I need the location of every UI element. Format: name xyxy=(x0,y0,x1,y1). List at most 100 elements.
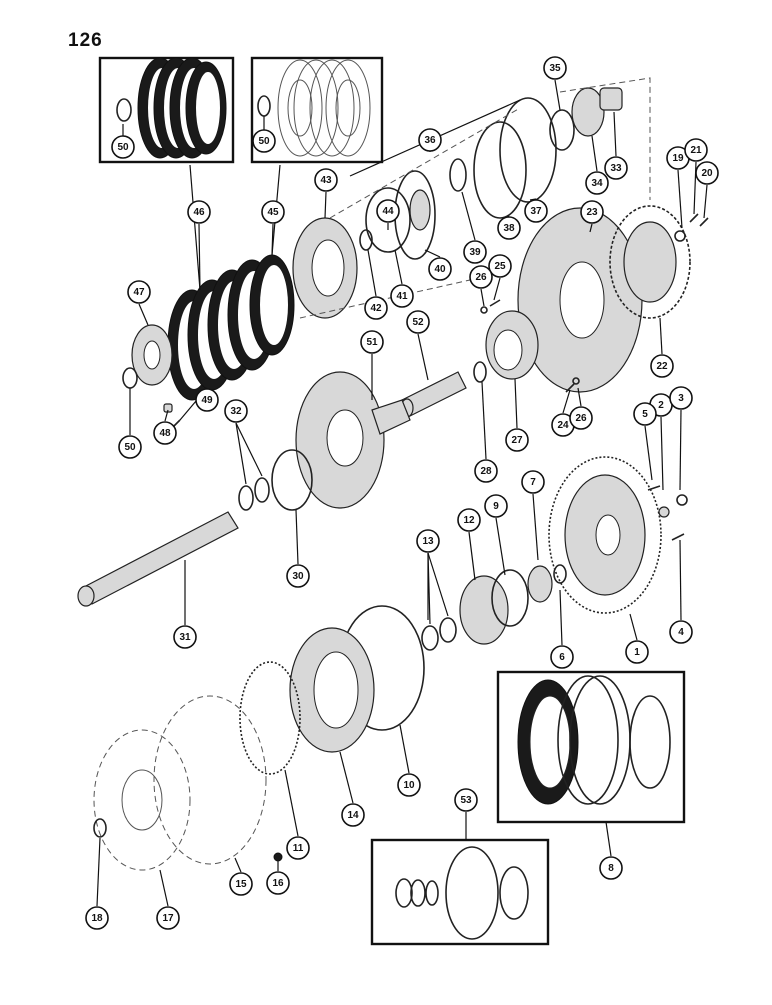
callout-12: 12 xyxy=(457,508,481,532)
leader-37 xyxy=(529,198,537,201)
callout-11: 11 xyxy=(286,836,310,860)
callout-46-label: 46 xyxy=(193,207,205,218)
callout-inset-46-circle xyxy=(111,135,135,159)
callout-35-circle xyxy=(543,56,567,80)
leader-9 xyxy=(495,517,506,576)
leader-11 xyxy=(284,769,299,837)
callout-second-26-label: 26 xyxy=(575,413,587,424)
callout-17: 17 xyxy=(156,906,180,930)
callout-inset-46: 50 xyxy=(111,135,135,159)
callout-34: 34 xyxy=(585,171,609,195)
callout-13-circle xyxy=(416,529,440,553)
callout-45-label: 45 xyxy=(267,207,279,218)
callout-inset-46-label: 50 xyxy=(117,142,129,153)
callout-inset-45-label: 50 xyxy=(258,136,270,147)
callout-4: 4 xyxy=(669,620,693,644)
callout-41-circle xyxy=(390,284,414,308)
callout-45: 45 xyxy=(261,200,285,224)
callout-14-label: 14 xyxy=(347,810,359,821)
callout-31-circle xyxy=(173,625,197,649)
callout-10: 10 xyxy=(397,773,421,797)
leader-19 xyxy=(677,169,683,229)
callout-50: 50 xyxy=(118,435,142,459)
callout-41-label: 41 xyxy=(396,291,408,302)
leader-13-b xyxy=(427,552,449,617)
leader-24 xyxy=(562,389,571,414)
callout-8: 8 xyxy=(599,856,623,880)
callout-17-label: 17 xyxy=(162,913,174,924)
callout-23-label: 23 xyxy=(586,207,598,218)
leader-30 xyxy=(295,509,299,565)
leader-46 xyxy=(198,223,201,291)
leader-15 xyxy=(234,857,242,873)
callout-40-circle xyxy=(428,257,452,281)
callout-13-label: 13 xyxy=(422,536,434,547)
callout-18-label: 18 xyxy=(91,913,103,924)
callout-10-circle xyxy=(397,773,421,797)
callout-inset-45-circle xyxy=(252,129,276,153)
callout-28: 28 xyxy=(474,459,498,483)
callout-33: 33 xyxy=(604,156,628,180)
callout-1-label: 1 xyxy=(634,647,640,658)
callout-43-label: 43 xyxy=(320,175,332,186)
leader-32-b xyxy=(235,422,263,477)
leader-42 xyxy=(367,249,377,297)
callout-27: 27 xyxy=(505,428,529,452)
leader-23 xyxy=(589,223,593,233)
leader-17 xyxy=(159,869,169,907)
callout-52-label: 52 xyxy=(412,317,424,328)
callout-9-label: 9 xyxy=(493,501,499,512)
callout-32: 32 xyxy=(224,399,248,423)
callout-second-26-circle xyxy=(569,406,593,430)
callout-24-label: 24 xyxy=(557,420,569,431)
callout-39-label: 39 xyxy=(469,247,481,258)
callout-30-label: 30 xyxy=(292,571,304,582)
leader-26 xyxy=(480,288,485,307)
callout-42-label: 42 xyxy=(370,303,382,314)
callout-10-label: 10 xyxy=(403,780,415,791)
callout-30: 30 xyxy=(286,564,310,588)
callout-36-label: 36 xyxy=(424,135,436,146)
callout-16: 16 xyxy=(266,871,290,895)
callout-39-circle xyxy=(463,240,487,264)
callout-42-circle xyxy=(364,296,388,320)
callout-13: 13 xyxy=(416,529,440,553)
callout-38-label: 38 xyxy=(503,223,515,234)
leader-28 xyxy=(481,381,487,460)
leader-52 xyxy=(417,333,429,381)
callout-41: 41 xyxy=(390,284,414,308)
callout-53: 53 xyxy=(454,788,478,812)
leader-12 xyxy=(468,531,476,581)
callout-5: 5 xyxy=(633,402,657,426)
leader-1 xyxy=(629,613,638,641)
callout-1: 1 xyxy=(625,640,649,664)
leader-2 xyxy=(660,416,664,491)
callout-37: 37 xyxy=(524,199,548,223)
callout-20: 20 xyxy=(695,161,719,185)
callout-35: 35 xyxy=(543,56,567,80)
callout-48-circle xyxy=(153,421,177,445)
callout-21: 21 xyxy=(684,138,708,162)
callout-12-label: 12 xyxy=(463,515,475,526)
callout-35-label: 35 xyxy=(549,63,561,74)
callout-20-label: 20 xyxy=(701,168,713,179)
inset-seal-rings xyxy=(370,838,550,946)
callout-28-label: 28 xyxy=(480,466,492,477)
callout-27-circle xyxy=(505,428,529,452)
callout-18: 18 xyxy=(85,906,109,930)
callout-50-label: 50 xyxy=(124,442,136,453)
callout-44: 44 xyxy=(376,199,400,223)
leader-47 xyxy=(138,303,149,326)
callout-31-label: 31 xyxy=(179,632,191,643)
leader-5 xyxy=(644,425,653,481)
callout-6-label: 6 xyxy=(559,652,565,663)
callout-second-26: 26 xyxy=(569,406,593,430)
callout-22-circle xyxy=(650,354,674,378)
callout-1-circle xyxy=(625,640,649,664)
callout-23-circle xyxy=(580,200,604,224)
callout-5-circle xyxy=(633,402,657,426)
leader-10 xyxy=(399,724,410,774)
callout-21-label: 21 xyxy=(690,145,702,156)
callout-49-label: 49 xyxy=(201,395,213,406)
